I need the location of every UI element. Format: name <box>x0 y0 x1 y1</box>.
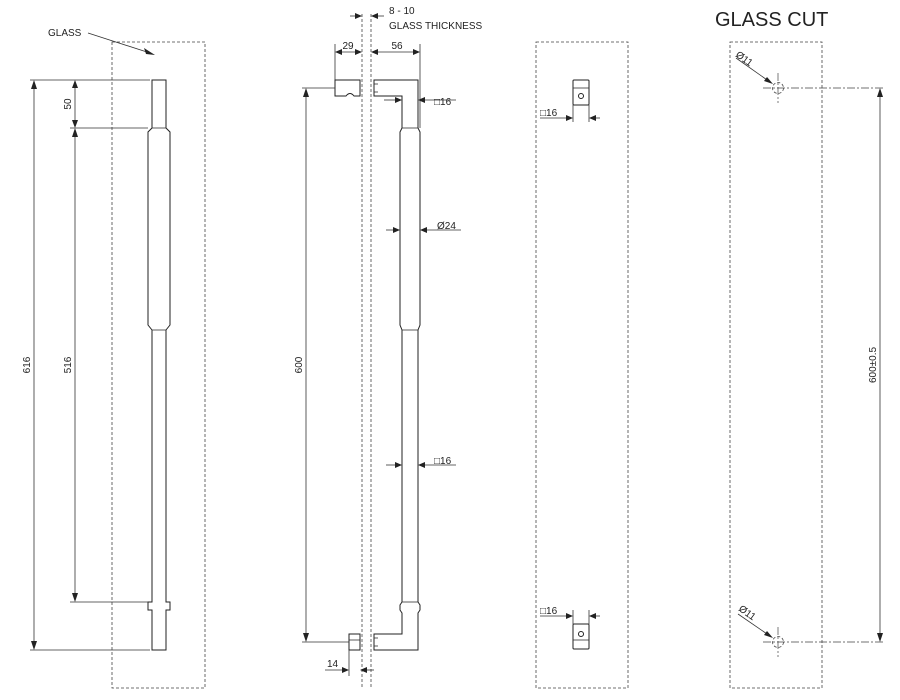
dim-29: 29 <box>342 41 354 52</box>
side-view: 8 - 10 GLASS THICKNESS 29 56 600 <box>294 6 483 688</box>
glass-leader <box>87 32 151 54</box>
dim-bracket-square-top: □16 <box>540 108 558 119</box>
dim-600: 600 <box>294 356 305 373</box>
dim-grip-diameter: Ø24 <box>437 221 456 232</box>
back-fixing-top <box>334 79 361 97</box>
glass-label: GLASS <box>48 28 82 39</box>
front-view: GLASS 616 50 516 <box>22 28 206 689</box>
glass-thickness-value: 8 - 10 <box>389 6 415 17</box>
bracket-top <box>572 79 590 106</box>
dim-14: 14 <box>327 659 339 670</box>
glass-cut-view: GLASS CUT Ø11 Ø11 600±0.5 <box>715 9 884 689</box>
rear-view: □16 □16 <box>535 41 629 689</box>
handle-bar-front <box>147 79 171 651</box>
glass-thickness-label: GLASS THICKNESS <box>389 21 483 32</box>
bracket-bottom <box>572 623 590 650</box>
dim-616: 616 <box>22 356 33 373</box>
dim-56: 56 <box>391 41 403 52</box>
dim-516: 516 <box>63 356 74 373</box>
dim-post-square-mid: □16 <box>434 456 452 467</box>
dim-hole-centers: 600±0.5 <box>868 347 879 384</box>
glass-panel-cut <box>729 41 823 689</box>
dim-hole-diameter-top: Ø11 <box>733 50 755 70</box>
dim-post-square-top: □16 <box>434 97 452 108</box>
glass-panel-front <box>111 41 206 689</box>
glass-panel-rear <box>535 41 629 689</box>
dim-bracket-square-bottom: □16 <box>540 606 558 617</box>
glass-cut-title: GLASS CUT <box>715 9 828 31</box>
back-fixing-bottom <box>348 633 361 651</box>
handle-profile-side <box>373 79 421 651</box>
dim-50: 50 <box>63 98 74 110</box>
